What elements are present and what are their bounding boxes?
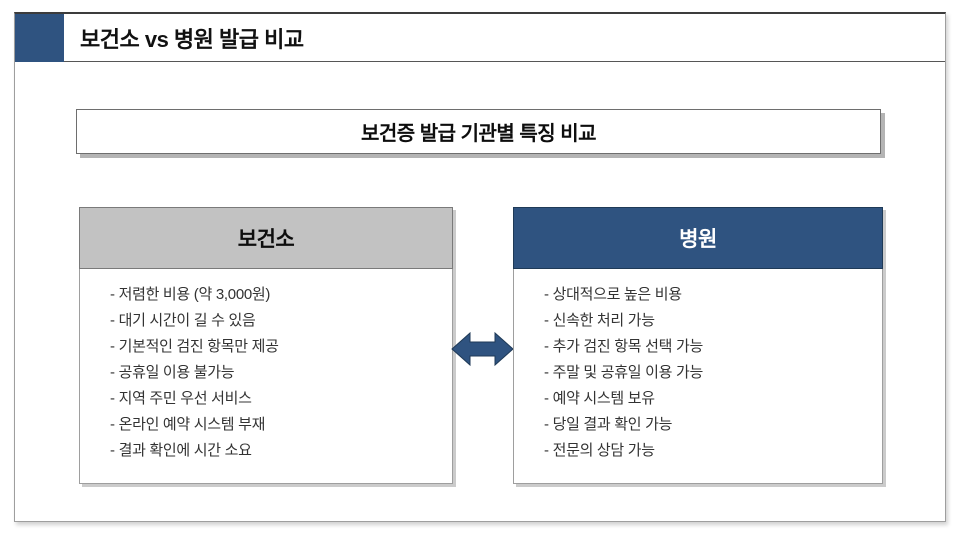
hospital-feature-list: - 상대적으로 높은 비용 - 신속한 처리 가능 - 추가 검진 항목 선택 가능… [544,282,872,464]
column-hospital-header: 병원 [513,207,883,269]
list-item: - 저렴한 비용 (약 3,000원) [110,286,271,303]
column-hospital-title: 병원 [679,228,717,251]
page-title: 보건소 vs 병원 발급 비교 [80,26,304,52]
column-hospital: 병원 - 상대적으로 높은 비용 - 신속한 처리 가능 - 추가 검진 항목 선택… [513,207,883,484]
left-right-arrow-icon [451,331,514,367]
header-bar: 보건소 vs 병원 발급 비교 [15,14,945,62]
column-hospital-body: - 상대적으로 높은 비용 - 신속한 처리 가능 - 추가 검진 항목 선택 가능… [513,269,883,484]
list-item: - 당일 결과 확인 가능 [544,416,673,433]
list-item: - 기본적인 검진 항목만 제공 [110,338,279,355]
health-center-feature-list: - 저렴한 비용 (약 3,000원) - 대기 시간이 길 수 있음 - 기본적인… [110,282,442,464]
list-item: - 결과 확인에 시간 소요 [110,442,252,459]
banner-title: 보건증 발급 기관별 특징 비교 [360,123,597,145]
content-frame: 보건소 vs 병원 발급 비교 보건증 발급 기관별 특징 비교 보건소 - 저… [14,12,946,522]
list-item: - 대기 시간이 길 수 있음 [110,312,256,329]
column-health-center-body: - 저렴한 비용 (약 3,000원) - 대기 시간이 길 수 있음 - 기본적인… [79,269,453,484]
list-item: - 예약 시스템 보유 [544,390,655,407]
column-health-center-header: 보건소 [79,207,453,269]
column-health-center: 보건소 - 저렴한 비용 (약 3,000원)- 대기 시간이 길 수 있음- … [79,207,453,484]
list-item: - 신속한 처리 가능 [544,312,655,329]
list-item: - 전문의 상담 가능 [544,442,655,459]
list-item: - 주말 및 공휴일 이용 가능 [544,364,704,381]
list-item: - 공휴일 이용 불가능 [110,364,235,381]
accent-square [15,14,64,62]
list-item: - 추가 검진 항목 선택 가능 [544,338,704,355]
list-item: - 상대적으로 높은 비용 [544,286,682,303]
list-item: - 온라인 예약 시스템 부재 [110,416,266,433]
column-health-center-title: 보건소 [237,228,295,251]
list-item: - 지역 주민 우선 서비스 [110,390,252,407]
comparison-banner: 보건증 발급 기관별 특징 비교 [76,109,881,154]
